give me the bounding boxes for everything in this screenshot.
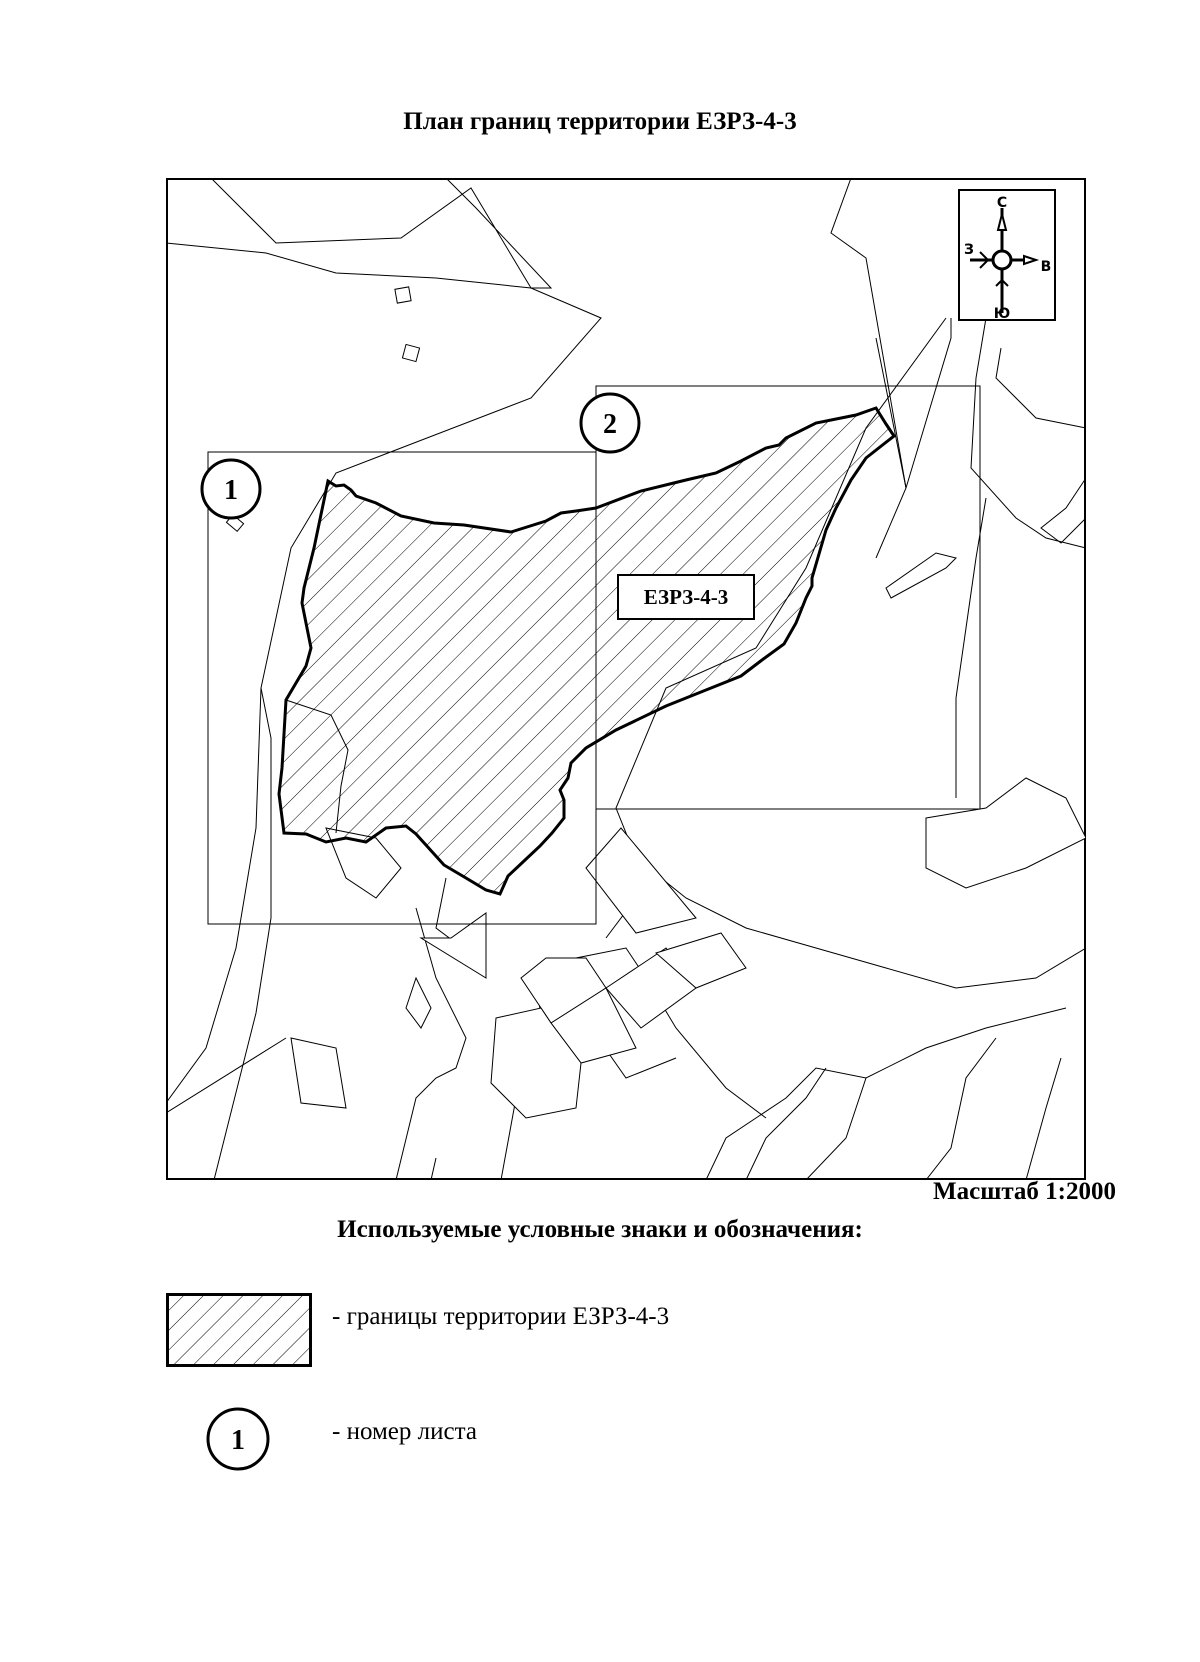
zone-boundary-ezrz-4-3 — [277, 406, 897, 896]
sheet-marker-2-label: 2 — [603, 409, 617, 440]
cadastral-lines — [166, 178, 1086, 1180]
compass-north: С — [997, 195, 1007, 211]
parcels — [225, 286, 1086, 1119]
sheet-marker-1: 1 — [200, 458, 262, 520]
compass-south: Ю — [994, 306, 1010, 322]
map-frame: ЕЗРЗ-4-3 1 2 С Ю З В — [166, 178, 1086, 1180]
legend-label-zone: - границы территории ЕЗРЗ-4-3 — [332, 1303, 670, 1330]
legend-label-sheet: - номер листа — [332, 1418, 477, 1445]
legend-sheet-number-marker: 1 — [206, 1407, 270, 1471]
compass-rose: С Ю З В — [958, 189, 1056, 322]
sheet-marker-1-label: 1 — [224, 475, 238, 506]
legend-sheet-number: 1 — [231, 1425, 245, 1456]
zone-label-box: ЕЗРЗ-4-3 — [617, 574, 755, 620]
map-scale: Масштаб 1:2000 — [933, 1178, 1116, 1205]
legend-hatch-swatch — [166, 1293, 312, 1367]
page-title: План границ территории ЕЗРЗ-4-3 — [403, 108, 797, 135]
sheet-marker-2: 2 — [579, 392, 641, 454]
zone-label: ЕЗРЗ-4-3 — [644, 585, 729, 609]
compass-west: З — [964, 242, 974, 258]
legend-title: Используемые условные знаки и обозначени… — [337, 1216, 863, 1243]
compass-east: В — [1041, 259, 1052, 275]
